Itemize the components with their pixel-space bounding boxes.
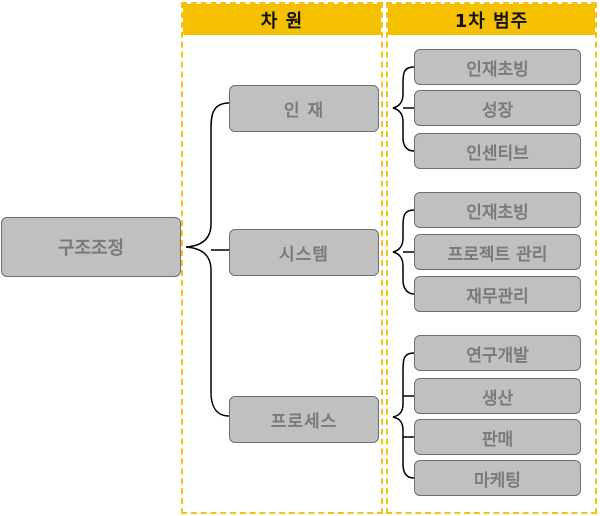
category-node: 생산 [414,378,581,414]
dimension-node-talent: 인 재 [229,85,379,132]
category-node: 프로젝트 관리 [414,234,581,270]
category-node: 연구개발 [414,335,581,371]
category-node: 마케팅 [414,460,581,496]
category-node: 재무관리 [414,276,581,312]
category-node: 인재초빙 [414,192,581,228]
category-node: 인센티브 [414,133,581,169]
category-node: 인재초빙 [414,49,581,85]
root-bracket [185,102,230,417]
dimension-column-frame [181,2,383,514]
dimension-node-process: 프로세스 [229,396,379,443]
root-node: 구조조정 [1,217,181,277]
dim3-bracket [392,352,415,479]
category-node: 판매 [414,419,581,455]
dimension-node-system: 시스템 [229,229,379,276]
dim1-bracket [392,66,415,152]
dimension-column-header: 차 원 [183,4,381,35]
category-column-frame [386,2,597,514]
dim2-bracket [392,209,415,295]
category-column-header: 1차 범주 [388,4,595,35]
category-node: 성장 [414,90,581,126]
